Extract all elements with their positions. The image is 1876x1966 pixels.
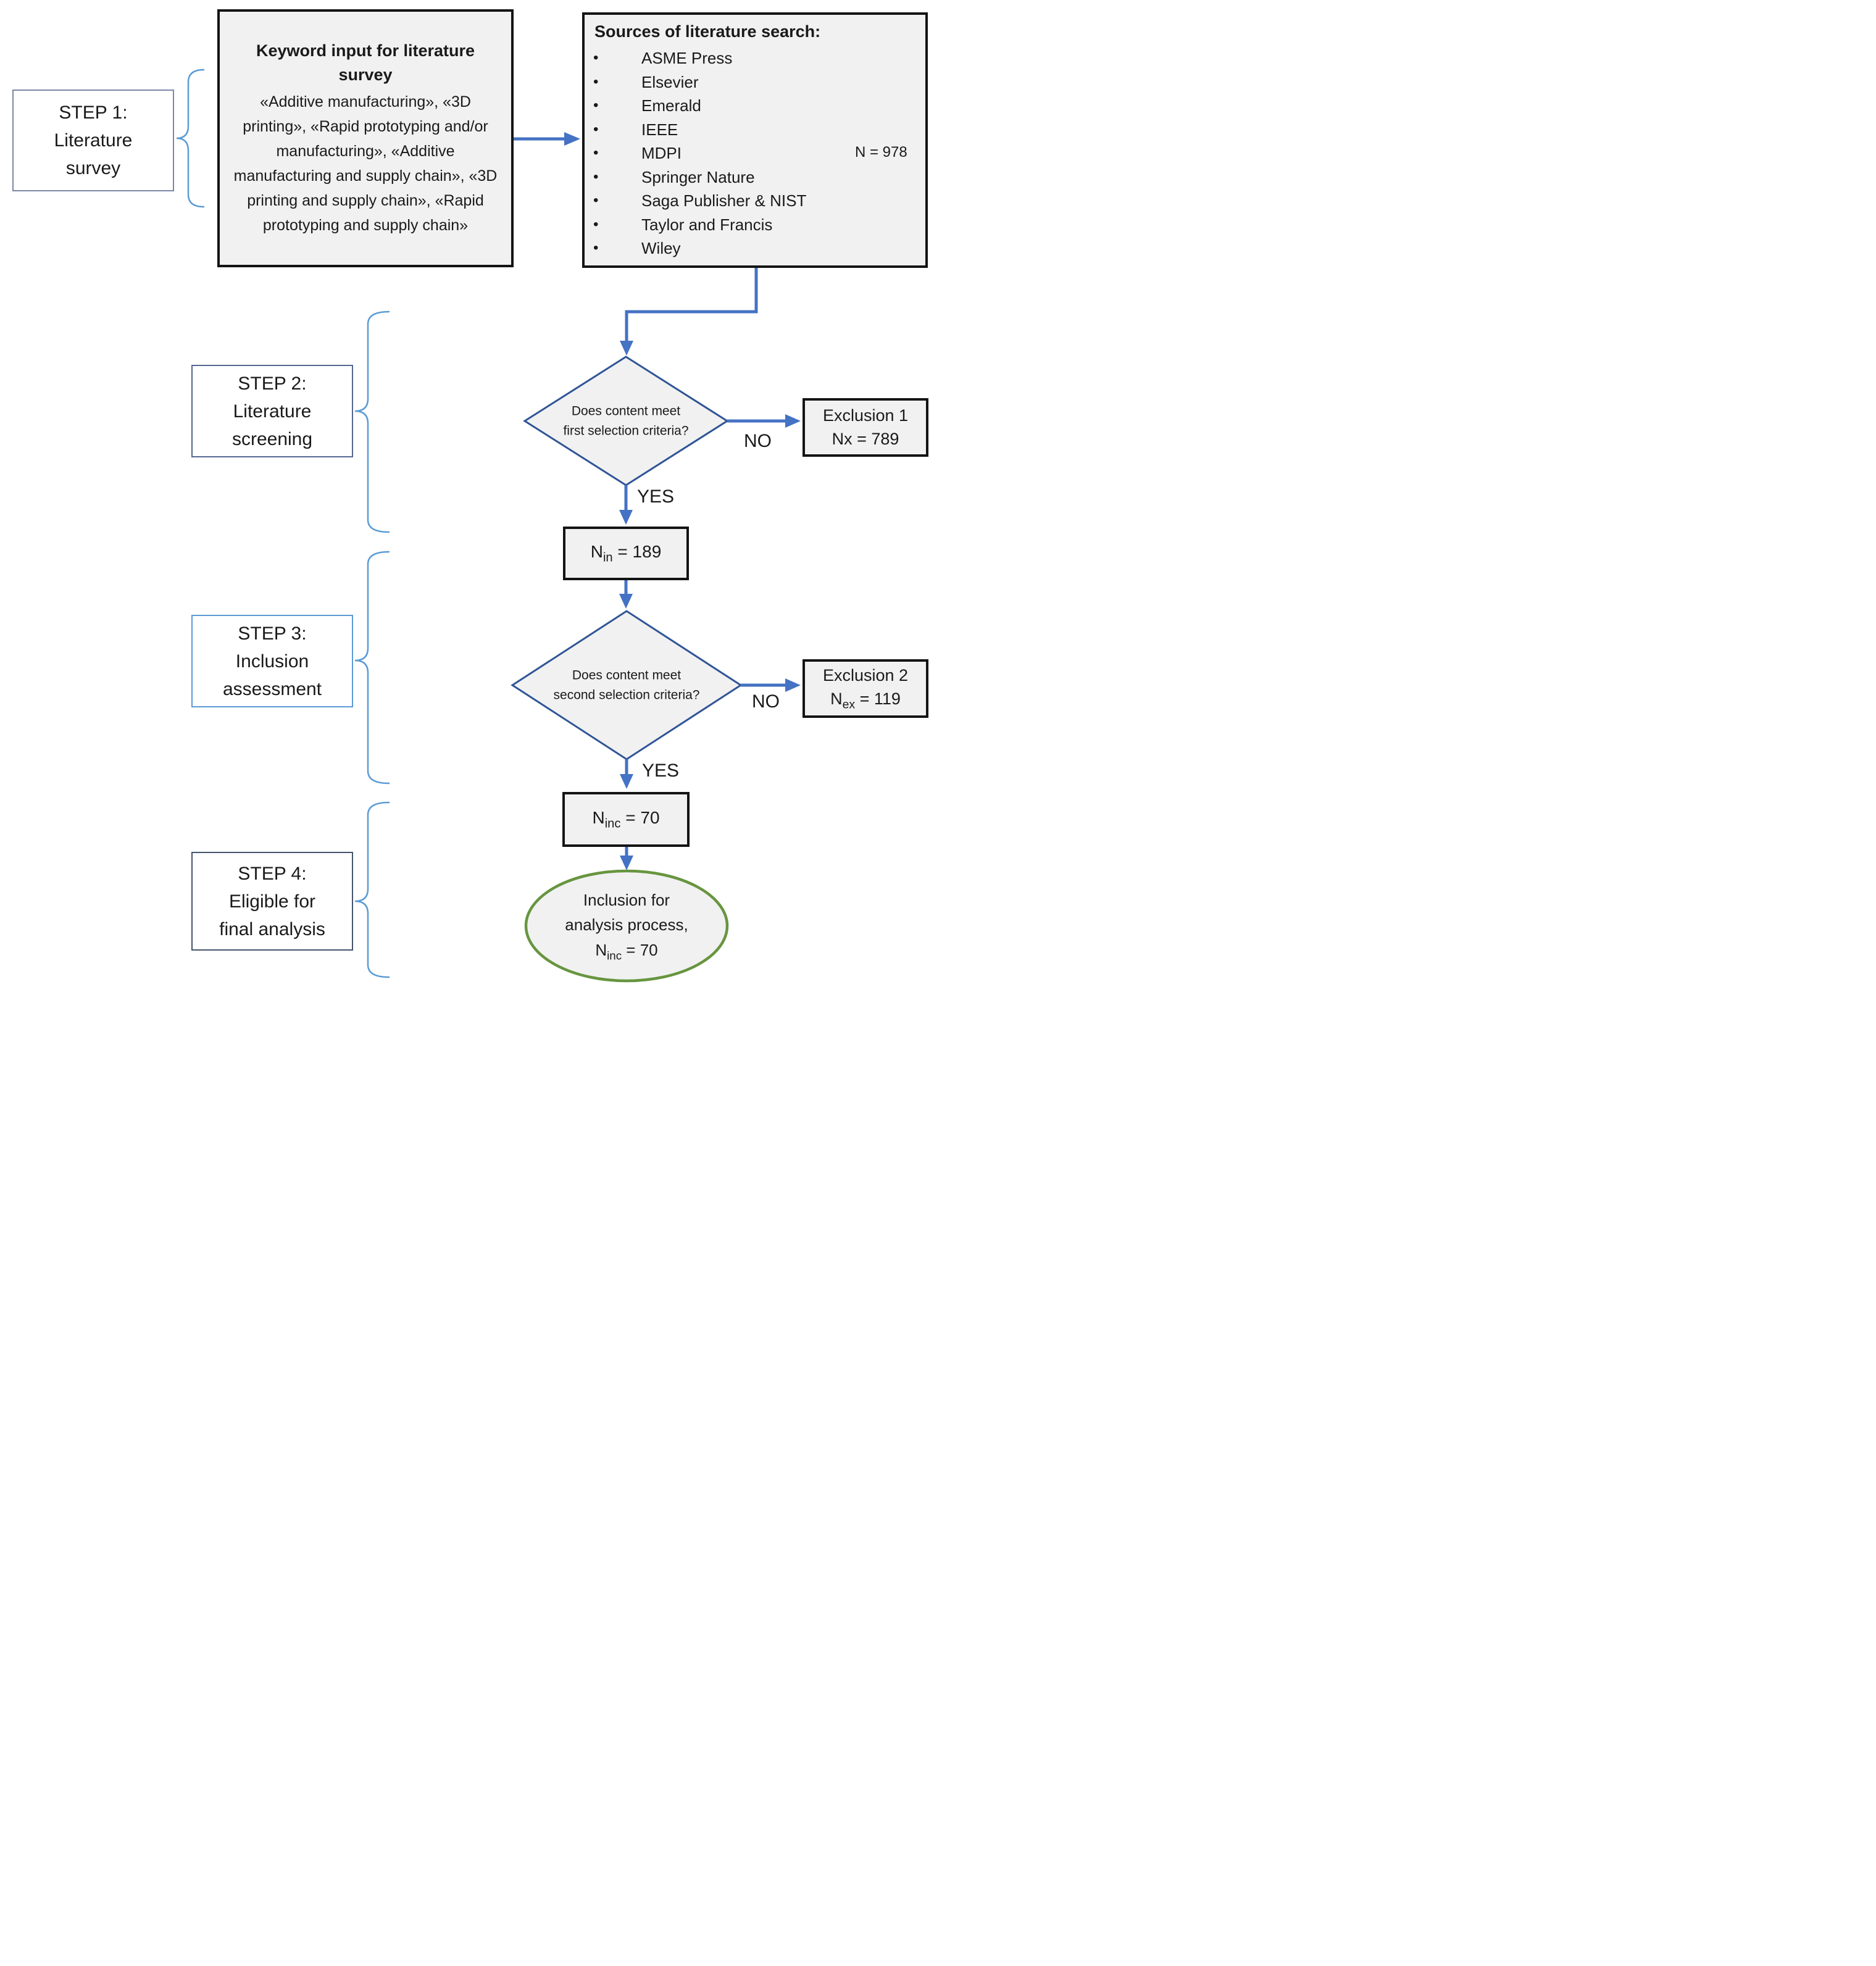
step2-box: STEP 2: Literature screening [191,365,353,457]
step3-line1: STEP 3: [238,623,307,644]
keyword-box-body: «Additive manufacturing», «3D printing»,… [233,93,498,235]
decision1-text: Does content meet first selection criter… [533,402,719,441]
decision1-line2: first selection criteria? [563,423,689,438]
exclusion2-value: Nex = 119 [830,689,901,711]
step4-line1: STEP 4: [238,863,307,884]
bullet-icon: • [593,215,599,233]
list-item: • Elsevier [593,70,917,94]
step3-box: STEP 3: Inclusion assessment [191,615,353,707]
bullet-icon: • [593,144,599,162]
ellipse-line2: analysis process, [565,915,688,935]
no1-label: NO [744,431,772,451]
list-item: • MDPI [593,141,917,165]
bullet-icon: • [593,97,599,114]
exclusion1-title: Exclusion 1 [822,406,909,425]
yes2-label: YES [642,760,680,781]
step4-box: STEP 4: Eligible for final analysis [191,852,353,951]
n-inc-value: Ninc = 70 [592,807,660,831]
source-name: Emerald [641,96,701,115]
exclusion2-box: Exclusion 2 Nex = 119 [803,659,928,718]
arrow-decision1-yes [619,485,633,525]
keyword-box-title: Keyword input for literature survey [256,41,475,84]
source-name: Elsevier [641,72,699,91]
source-name: Wiley [641,239,681,258]
list-item: • Emerald [593,94,917,118]
step4-line3: final analysis [219,918,325,939]
list-item: • Wiley [593,236,917,260]
ellipse-line1: Inclusion for [583,891,670,910]
bullet-icon: • [593,120,599,138]
decision1-line1: Does content meet [571,404,681,419]
arrow-decision1-no [727,414,801,428]
decision2-text: Does content meet second selection crite… [525,666,728,705]
arrow-decision2-yes [620,759,633,789]
source-name: ASME Press [641,49,733,68]
inclusion-ellipse [524,869,729,983]
step1-box: STEP 1: Literature survey [12,90,174,191]
step4-line2: Eligible for [228,891,316,912]
brace-step1 [176,69,205,208]
sources-box-title: Sources of literature search: [594,22,821,41]
sources-total-label: N = 978 [855,144,907,160]
n-in-value: Nin = 189 [590,541,662,565]
flowchart-canvas: STEP 1: Literature survey STEP 2: Litera… [0,0,938,983]
list-item: • IEEE [593,118,917,142]
step1-line1: STEP 1: [59,102,128,123]
arrow-sources-to-decision1 [620,268,758,356]
exclusion2-title: Exclusion 2 [822,665,909,685]
bullet-icon: • [593,49,599,67]
yes1-label: YES [637,486,675,507]
source-name: Saga Publisher & NIST [641,191,807,210]
n-in-box: Nin = 189 [563,527,689,580]
ellipse-line3: Ninc = 70 [595,940,658,962]
step1-line3: survey [65,158,121,178]
bullet-icon: • [593,192,599,209]
step3-line3: assessment [222,678,322,699]
bullet-icon: • [593,240,599,257]
step3-line2: Inclusion [235,651,309,672]
sources-box: Sources of literature search: • ASME Pres… [582,12,928,268]
step2-line1: STEP 2: [238,373,307,394]
step2-line3: screening [231,428,313,449]
arrow-decision2-no [741,678,801,692]
step1-line2: Literature [54,130,133,151]
bullet-icon: • [593,73,599,90]
arrow-nin-to-decision2 [619,580,633,609]
no2-label: NO [752,691,780,712]
n-inc-box: Ninc = 70 [562,792,690,847]
bullet-icon: • [593,168,599,185]
flowchart-shapes-layer [176,42,847,983]
keyword-input-box: Keyword input for literature survey «Add… [217,9,514,267]
source-name: MDPI [641,144,682,163]
list-item: • Taylor and Francis [593,213,917,237]
exclusion1-box: Exclusion 1 Nx = 789 [803,398,928,457]
list-item: • Saga Publisher & NIST [593,189,917,213]
decision2-line2: second selection criteria? [553,688,700,702]
decision2-line1: Does content meet [572,668,682,683]
brace-step4 [354,801,390,978]
arrow-ninc-to-ellipse [620,847,633,870]
inclusion-ellipse-text: Inclusion for analysis process, Ninc = 7… [565,888,688,964]
source-name: Taylor and Francis [641,215,773,234]
exclusion1-value: Nx = 789 [832,429,899,448]
sources-list: • ASME Press • Elsevier • Emerald • IEEE • MD… [593,46,917,260]
list-item: • Springer Nature [593,165,917,190]
brace-step2 [354,310,390,533]
arrow-keyword-to-sources [514,132,580,146]
list-item: • ASME Press [593,46,917,70]
step2-line2: Literature [233,401,312,422]
source-name: Springer Nature [641,167,755,186]
source-name: IEEE [641,120,678,139]
brace-step3 [354,551,390,785]
